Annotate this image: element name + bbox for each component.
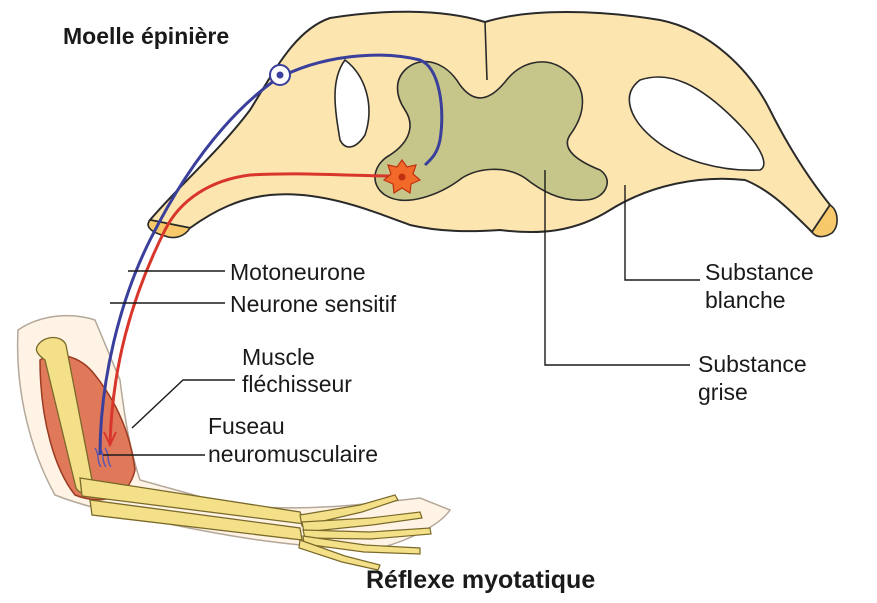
label-neurone-sensitif: Neurone sensitif	[230, 291, 397, 317]
label-fuseau-line1: Fuseau	[208, 413, 285, 439]
label-blanche-line2: blanche	[705, 287, 786, 313]
label-blanche-line1: Substance	[705, 259, 814, 285]
label-fuseau-line2: neuromusculaire	[208, 441, 378, 467]
ganglion-cell	[270, 65, 290, 85]
label-grise-line1: Substance	[698, 351, 807, 377]
label-grise-line2: grise	[698, 379, 748, 405]
spinal-cord	[148, 12, 837, 238]
label-motoneurone: Motoneurone	[230, 259, 366, 285]
label-muscle-line1: Muscle	[242, 344, 315, 370]
forearm-bones	[80, 478, 305, 540]
label-muscle-line2: fléchisseur	[242, 371, 352, 397]
diagram-caption: Réflexe myotatique	[366, 566, 595, 594]
diagram-title: Moelle épinière	[63, 23, 229, 49]
